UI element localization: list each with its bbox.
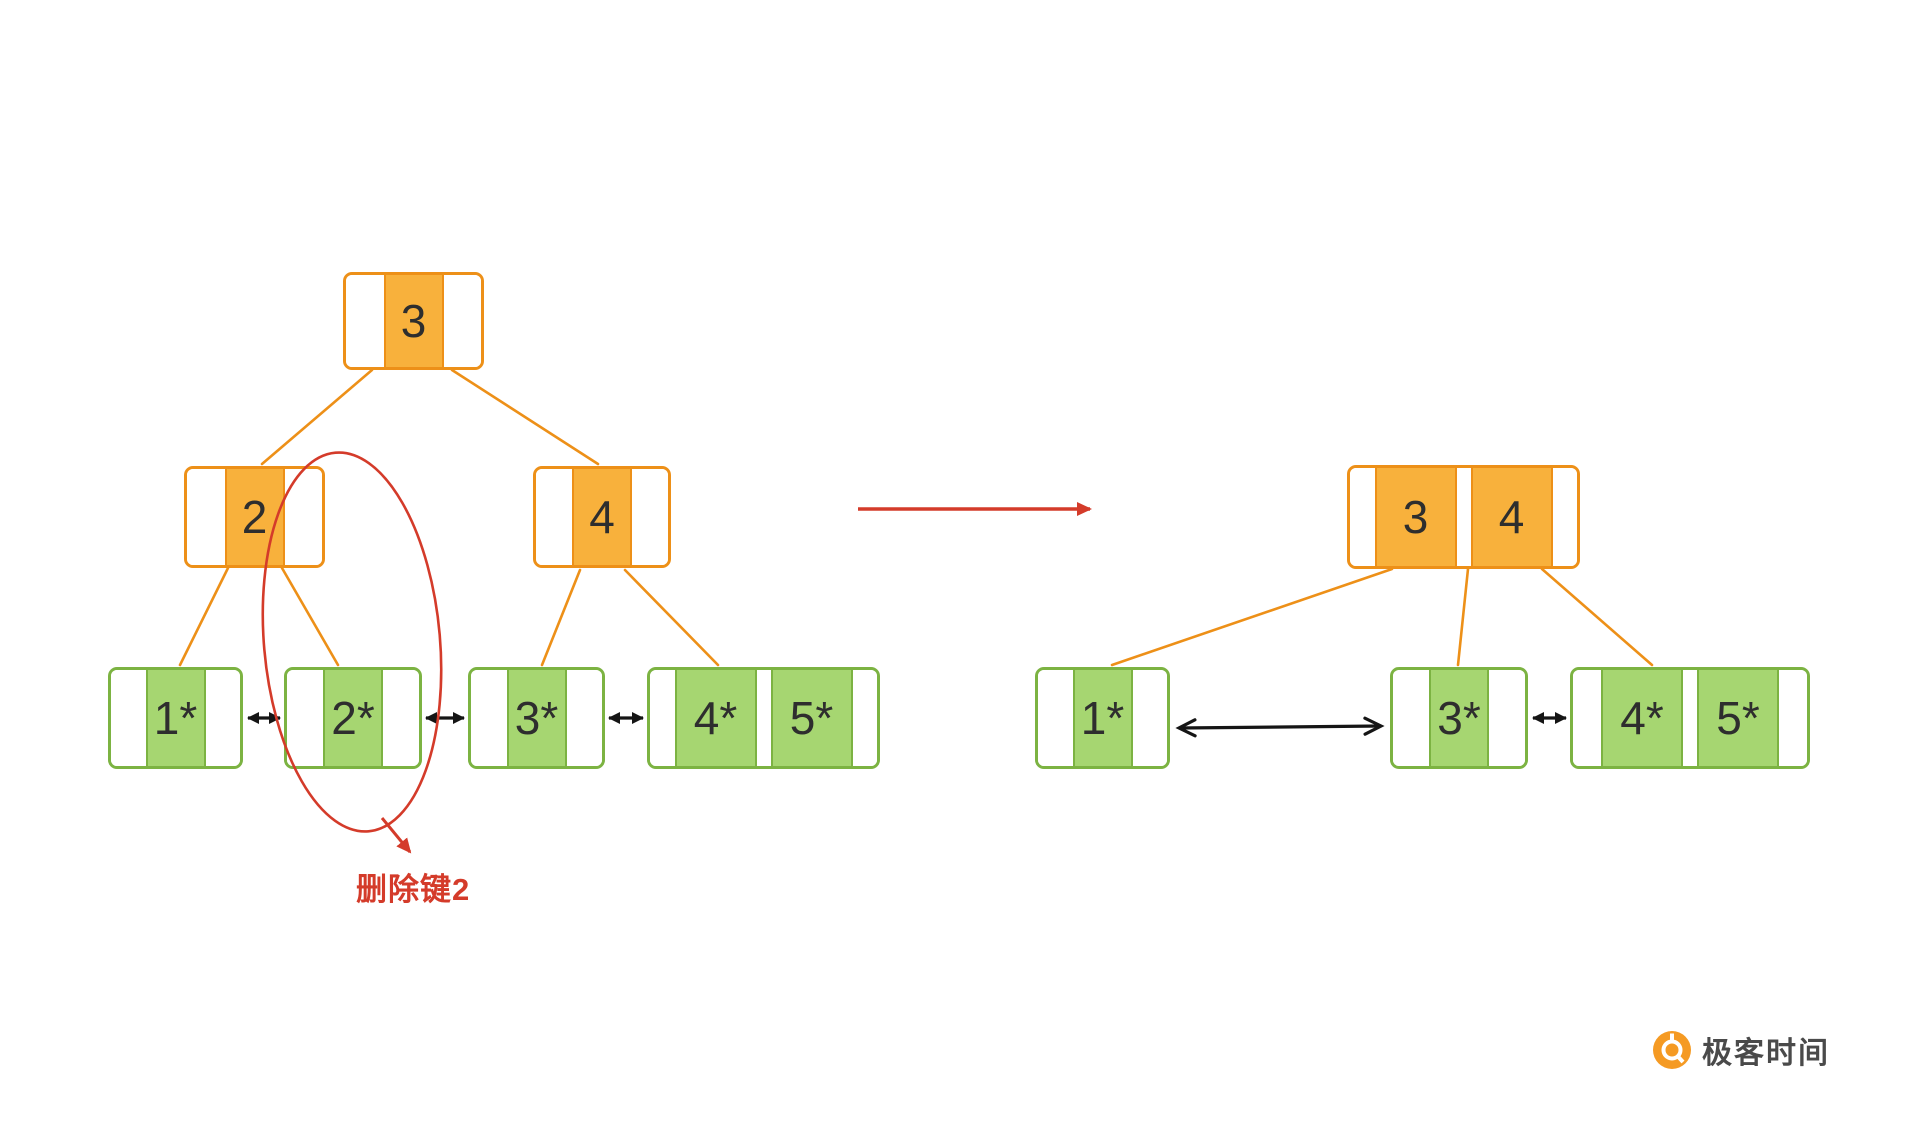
pointer-slot: [383, 670, 419, 766]
geektime-logo-icon: [1653, 1031, 1691, 1069]
edge-internal4-to-leaf45: [623, 568, 720, 667]
pointer-slot: [287, 670, 323, 766]
pointer-slot: [1779, 670, 1807, 766]
edge-root34-to-leaf1: [1110, 567, 1394, 667]
edge-internal2-to-leaf1: [178, 566, 230, 667]
node-key: 4: [572, 469, 632, 565]
before-leaf-node-45: 4* 5*: [647, 667, 880, 769]
pointer-slot: [566, 670, 602, 766]
leaf-key: 3*: [1429, 670, 1489, 766]
node-key: 4: [1470, 468, 1553, 566]
leaf-key: 3*: [506, 670, 567, 766]
edge-internal4-to-leaf3: [540, 568, 582, 667]
pointer-slot: [1350, 468, 1375, 566]
pointer-slot: [471, 670, 507, 766]
edge-internal2-to-leaf2: [280, 566, 340, 667]
pointer-slot: [1393, 670, 1429, 766]
edge-root-to-internal-4: [450, 368, 600, 466]
node-key: 3: [1374, 468, 1457, 566]
before-root-node: 3: [343, 272, 484, 370]
after-root-node-34: 3 4: [1347, 465, 1580, 569]
leaf-link-1-3-long-arrow: [1175, 716, 1385, 738]
pointer-slot: [1038, 670, 1073, 766]
pointer-slot: [187, 469, 225, 565]
before-internal-node-4: 4: [533, 466, 671, 568]
pointer-slot: [284, 469, 322, 565]
pointer-slot: [1573, 670, 1601, 766]
pointer-slot: [1683, 670, 1697, 766]
delete-annotation-arrow: [380, 817, 412, 854]
edge-root34-to-leaf3: [1456, 567, 1470, 667]
pointer-slot: [111, 670, 146, 766]
leaf-key: 1*: [1072, 670, 1133, 766]
edge-root34-to-leaf45: [1540, 567, 1654, 667]
leaf-key: 2*: [323, 670, 383, 766]
pointer-slot: [1552, 468, 1577, 566]
after-leaf-node-45: 4* 5*: [1570, 667, 1810, 769]
pointer-slot: [346, 275, 384, 367]
pointer-slot: [632, 469, 668, 565]
leaf-key: 4*: [1601, 670, 1683, 766]
delete-annotation-label: 删除键2: [356, 872, 471, 907]
before-leaf-node-3: 3*: [468, 667, 605, 769]
after-leaf-node-3: 3*: [1390, 667, 1528, 769]
pointer-slot: [756, 670, 771, 766]
leaf-key: 4*: [674, 670, 757, 766]
after-leaf-node-1: 1*: [1035, 667, 1170, 769]
pointer-slot: [1456, 468, 1471, 566]
leaf-key: 5*: [770, 670, 853, 766]
pointer-slot: [650, 670, 675, 766]
geektime-logo-text: 极客时间: [1702, 1037, 1830, 1070]
node-key: 2: [224, 469, 285, 565]
pointer-slot: [1489, 670, 1525, 766]
pointer-slot: [852, 670, 877, 766]
pointer-slot: [443, 275, 481, 367]
node-key: 3: [383, 275, 444, 367]
pointer-slot: [536, 469, 572, 565]
pointer-slot: [205, 670, 240, 766]
leaf-key: 5*: [1697, 670, 1779, 766]
before-internal-node-2: 2: [184, 466, 325, 568]
leaf-key: 1*: [145, 670, 206, 766]
before-leaf-node-1: 1*: [108, 667, 243, 769]
edge-root-to-internal-2: [260, 368, 374, 466]
geektime-logo: 极客时间: [1652, 1028, 1830, 1072]
before-leaf-node-2: 2*: [284, 667, 422, 769]
pointer-slot: [1132, 670, 1167, 766]
